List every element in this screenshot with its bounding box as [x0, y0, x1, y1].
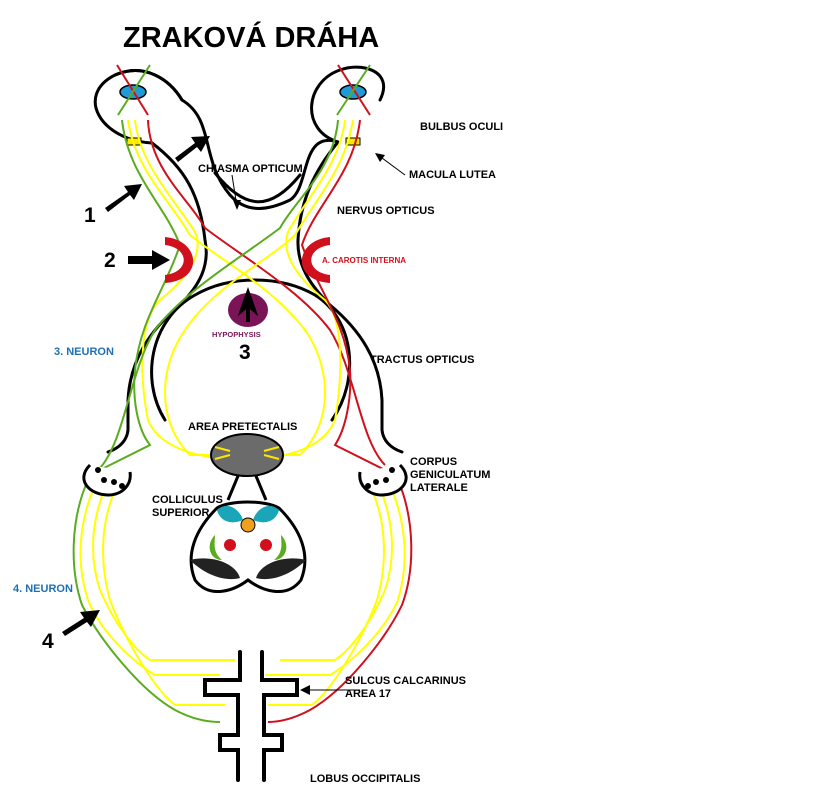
label-macula-lutea: MACULA LUTEA: [409, 169, 496, 181]
pointer-arrows: [62, 136, 406, 695]
corpus-geniculatum-right: [358, 463, 408, 497]
label-corpus-3: LATERALE: [410, 482, 468, 494]
right-eye: [336, 64, 371, 146]
diagram-title: ZRAKOVÁ DRÁHA: [123, 20, 379, 54]
label-sulcus-1: SULCUS CALCARINUS: [345, 675, 466, 687]
label-nervus-opticus: NERVUS OPTICUS: [337, 205, 435, 217]
label-sulcus-2: AREA 17: [345, 688, 391, 700]
colliculus-superior: [189, 500, 307, 594]
marker-4: 4: [42, 630, 54, 653]
label-carotis-interna: A. CAROTIS INTERNA: [322, 256, 406, 265]
label-chiasma-opticum: CHIASMA OPTICUM: [198, 163, 303, 175]
marker-arrow-1: [105, 184, 142, 212]
occipital-lobe: [203, 650, 299, 782]
right-macula: [345, 137, 361, 146]
marker-1: 1: [84, 204, 96, 227]
label-colliculus-2: SUPERIOR: [152, 507, 210, 519]
label-corpus-1: CORPUS: [410, 456, 457, 468]
area-pretectalis: [210, 433, 284, 501]
label-hypophysis: HYPOPHYSIS: [212, 330, 261, 339]
marker-arrow-top: [175, 136, 210, 162]
marker-arrow-4: [62, 610, 100, 636]
corpus-geniculatum-left: [82, 463, 132, 497]
label-tractus-opticus: TRACTUS OPTICUS: [370, 354, 475, 366]
marker-2: 2: [104, 249, 116, 272]
label-neuron-4: 4. NEURON: [13, 583, 73, 595]
label-colliculus-1: COLLICULUS: [152, 494, 223, 506]
marker-arrow-2: [128, 250, 170, 270]
marker-3: 3: [239, 341, 251, 364]
labels: BULBUS OCULI MACULA LUTEA CHIASMA OPTICU…: [13, 121, 503, 785]
hypophysis: [228, 286, 268, 327]
left-eye: [114, 64, 184, 146]
label-neuron-3: 3. NEURON: [54, 346, 114, 358]
optic-fibers: [72, 119, 413, 723]
label-corpus-2: GENICULATUM: [410, 469, 490, 481]
label-lobus-occipitalis: LOBUS OCCIPITALIS: [310, 773, 420, 785]
carotis-arches: [165, 237, 330, 283]
label-bulbus-oculi: BULBUS OCULI: [420, 121, 503, 133]
label-area-pretectalis: AREA PRETECTALIS: [188, 421, 297, 433]
